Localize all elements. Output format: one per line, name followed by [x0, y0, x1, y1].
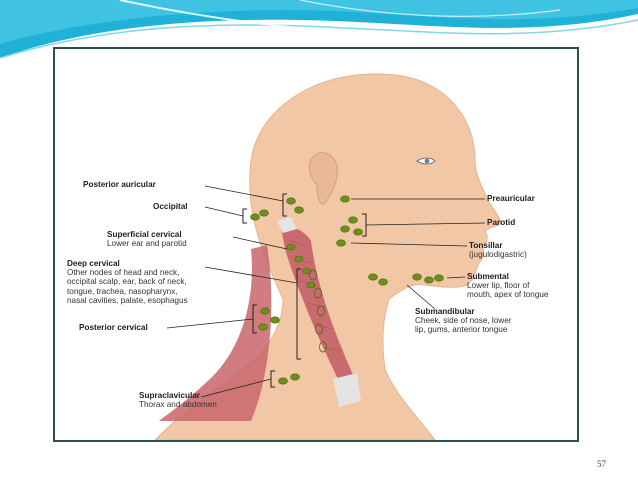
label-posterior-auricular-title: Posterior auricular	[83, 180, 156, 189]
diagram-frame: Posterior auricular Occipital Superficia…	[53, 47, 579, 442]
lymph-node-diagram	[154, 73, 502, 440]
label-occipital-title: Occipital	[153, 202, 188, 211]
label-deep-cervical-desc-1: Other nodes of head and neck,	[67, 268, 180, 278]
label-submandibular: Submandibular Cheek, side of nose, lower…	[415, 307, 511, 335]
label-deep-cervical-desc-2: occipital scalp, ear, back of neck,	[67, 277, 187, 287]
label-submental-desc-1: Lower lip, floor of	[467, 281, 530, 291]
label-deep-cervical: Deep cervical Other nodes of head and ne…	[67, 259, 188, 305]
label-submandibular-desc-1: Cheek, side of nose, lower	[415, 316, 512, 326]
label-submental: Submental Lower lip, floor of mouth, ape…	[467, 272, 548, 300]
label-preauricular-title: Preauricular	[487, 194, 535, 203]
label-parotid-title: Parotid	[487, 218, 516, 227]
label-superficial-cervical-desc: Lower ear and parotid	[107, 239, 187, 249]
label-supraclavicular-title: Supraclavicular	[139, 391, 200, 400]
label-parotid: Parotid	[487, 218, 515, 227]
label-occipital: Occipital	[153, 202, 188, 211]
head-neck-illustration	[154, 73, 502, 440]
ear-illustration	[308, 152, 338, 205]
label-deep-cervical-desc-3: tongue, trachea, nasopharynx,	[67, 286, 178, 296]
label-posterior-auricular: Posterior auricular	[83, 180, 156, 189]
label-deep-cervical-desc-4: nasal cavities, palate, esophagus	[67, 295, 188, 305]
label-posterior-cervical: Posterior cervical	[79, 323, 148, 332]
label-submental-desc-2: mouth, apex of tongue	[467, 290, 549, 300]
label-tonsillar: Tonsillar (jugulodigastric)	[469, 241, 527, 259]
label-tonsillar-title: Tonsillar	[469, 241, 503, 250]
label-submental-title: Submental	[467, 272, 509, 281]
header-swoosh-decoration	[0, 0, 638, 59]
label-deep-cervical-title: Deep cervical	[67, 259, 120, 268]
label-submandibular-desc-2: lip, gums, anterior tongue	[415, 325, 508, 335]
label-submandibular-title: Submandibular	[415, 307, 475, 316]
trapezius-muscle	[159, 245, 272, 421]
page-number: 57	[597, 459, 606, 469]
label-superficial-cervical: Superficial cervical Lower ear and parot…	[107, 230, 187, 248]
label-preauricular: Preauricular	[487, 194, 535, 203]
label-tonsillar-desc: (jugulodigastric)	[469, 250, 527, 260]
label-posterior-cervical-title: Posterior cervical	[79, 323, 148, 332]
label-supraclavicular-desc: Thorax and abdomen	[139, 400, 217, 410]
label-superficial-cervical-title: Superficial cervical	[107, 230, 182, 239]
label-supraclavicular: Supraclavicular Thorax and abdomen	[139, 391, 217, 409]
